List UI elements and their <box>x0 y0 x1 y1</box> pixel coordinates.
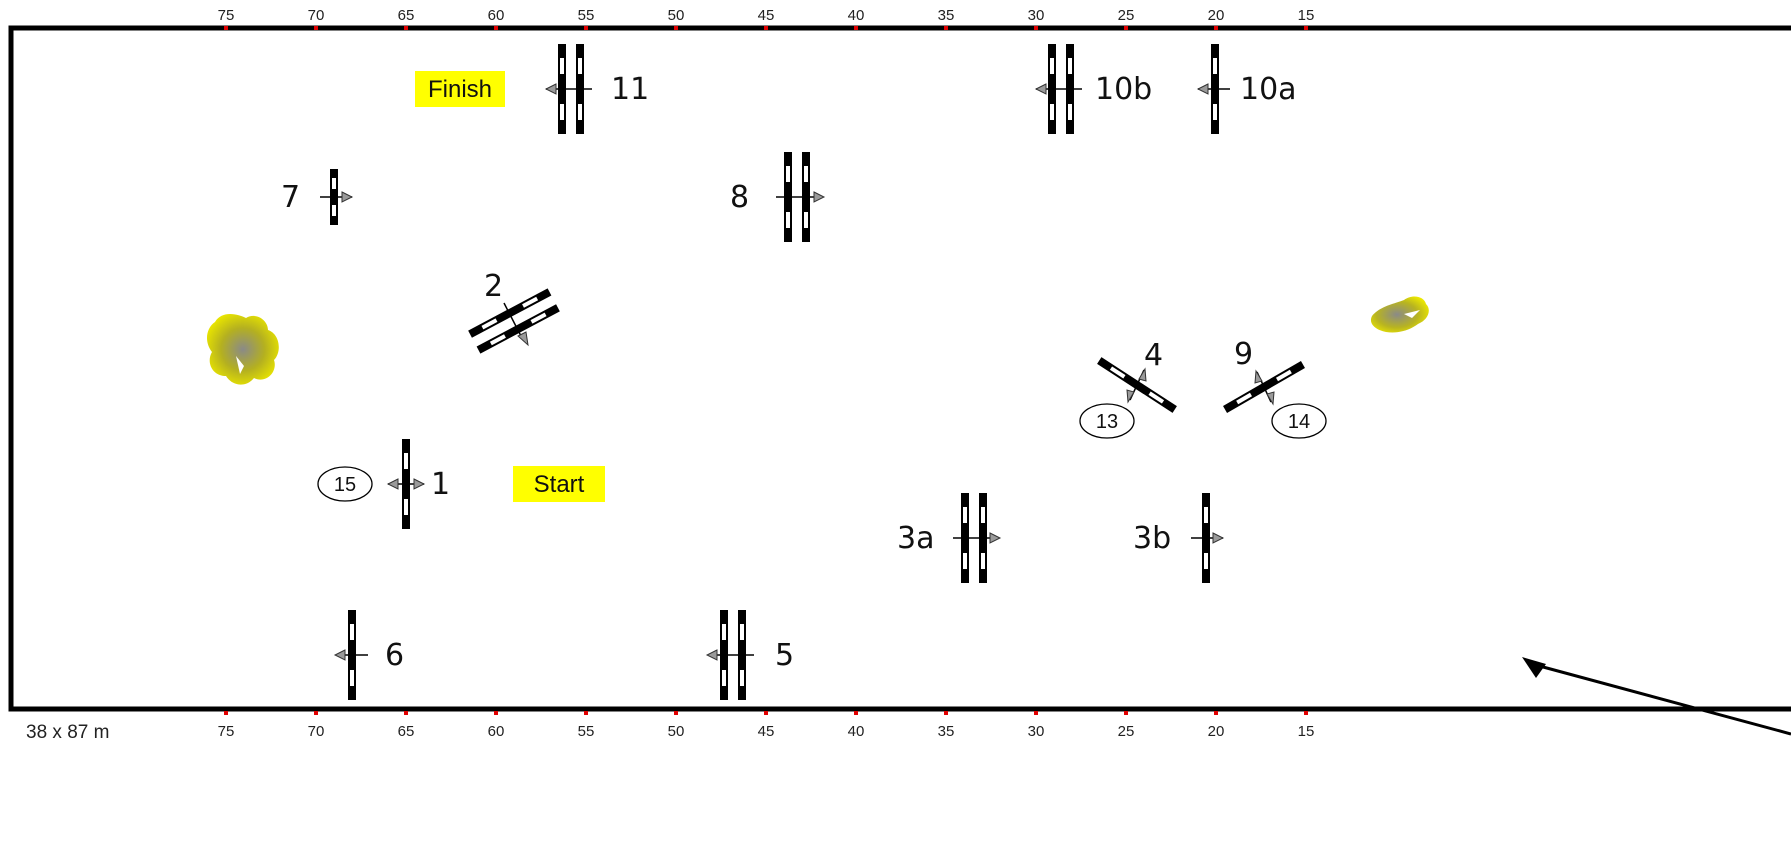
obstacle-label-10a: 10a <box>1240 72 1297 107</box>
ruler-tick-label: 60 <box>488 723 505 740</box>
ruler-tick-marker <box>1304 711 1308 715</box>
finish-label: Finish <box>428 76 492 103</box>
obstacle-label-2: 2 <box>484 269 503 304</box>
ruler-tick-marker <box>404 26 408 30</box>
ruler-tick-marker <box>944 26 948 30</box>
ruler-tick-label: 15 <box>1298 723 1315 740</box>
obstacle-7: 7 <box>281 169 353 225</box>
ruler-tick-marker <box>674 26 678 30</box>
ruler-tick-marker <box>1214 711 1218 715</box>
ruler-tick-marker <box>224 711 228 715</box>
obstacle-label-8: 8 <box>730 180 749 215</box>
ruler-tick-label: 75 <box>218 723 235 740</box>
ruler-tick-label: 50 <box>668 7 685 24</box>
ruler-tick-label: 45 <box>758 7 775 24</box>
ruler-tick-marker <box>494 711 498 715</box>
obstacle-label-10b: 10b <box>1095 72 1152 107</box>
ruler-tick-label: 40 <box>848 723 865 740</box>
obstacle-10b: 10b <box>1035 44 1152 134</box>
svg-text:15: 15 <box>334 474 356 496</box>
ruler-tick-label: 40 <box>848 7 865 24</box>
obstacle-4: 4 <box>1097 338 1177 413</box>
ruler-tick-label: 65 <box>398 7 415 24</box>
ruler-tick-label: 45 <box>758 723 775 740</box>
ruler-tick-marker <box>854 711 858 715</box>
obstacle-label-3b: 3b <box>1133 521 1171 556</box>
ruler-tick-marker <box>314 26 318 30</box>
ruler-tick-label: 70 <box>308 723 325 740</box>
obstacle-3b: 3b <box>1133 493 1224 583</box>
ruler-tick-marker <box>1034 711 1038 715</box>
ruler-tick-label: 50 <box>668 723 685 740</box>
obstacle-6: 6 <box>334 610 404 700</box>
ruler-tick-marker <box>944 711 948 715</box>
ruler-top: 75 70 65 60 55 50 45 40 35 30 25 20 15 <box>218 7 1315 30</box>
ruler-tick-label: 25 <box>1118 7 1135 24</box>
ruler-tick-marker <box>404 711 408 715</box>
ruler-tick-label: 55 <box>578 7 595 24</box>
ruler-tick-marker <box>1124 26 1128 30</box>
ruler-tick-label: 35 <box>938 7 955 24</box>
obstacle-label-6: 6 <box>385 638 404 673</box>
ruler-tick-marker <box>584 711 588 715</box>
ruler-bottom: 75 70 65 60 55 50 45 40 35 30 25 20 15 <box>218 711 1315 740</box>
ruler-tick-marker <box>764 711 768 715</box>
ruler-tick-marker <box>1034 26 1038 30</box>
ruler-tick-marker <box>854 26 858 30</box>
ruler-tick-label: 65 <box>398 723 415 740</box>
ruler-tick-label: 20 <box>1208 723 1225 740</box>
ruler-tick-marker <box>314 711 318 715</box>
obstacle-10a: 10a <box>1197 44 1297 134</box>
bush-icon <box>1370 296 1429 333</box>
ruler-tick-label: 75 <box>218 7 235 24</box>
circled-number-13: 13 <box>1079 403 1135 439</box>
start-label: Start <box>534 471 585 498</box>
obstacle-9: 9 <box>1223 337 1305 413</box>
ruler-tick-label: 30 <box>1028 723 1045 740</box>
circled-number-15: 15 <box>317 466 373 502</box>
obstacle-label-7: 7 <box>281 180 300 215</box>
ruler-tick-label: 70 <box>308 7 325 24</box>
ruler-tick-label: 55 <box>578 723 595 740</box>
ruler-tick-label: 30 <box>1028 7 1045 24</box>
obstacle-3a: 3a <box>897 493 1001 583</box>
obstacle-label-1: 1 <box>431 467 450 502</box>
ruler-tick-marker <box>224 26 228 30</box>
obstacle-8: 8 <box>730 152 825 242</box>
ruler-tick-label: 35 <box>938 723 955 740</box>
ruler-tick-marker <box>674 711 678 715</box>
ruler-tick-label: 25 <box>1118 723 1135 740</box>
finish-label-box: Finish <box>415 71 505 107</box>
svg-text:14: 14 <box>1288 411 1310 433</box>
bush-icon <box>206 314 279 385</box>
arrow-icon <box>1522 657 1791 736</box>
svg-text:13: 13 <box>1096 411 1118 433</box>
obstacle-5: 5 <box>706 610 794 700</box>
ruler-tick-label: 20 <box>1208 7 1225 24</box>
start-label-box: Start <box>513 466 605 502</box>
obstacle-1: 1 <box>387 439 450 529</box>
arena-border <box>8 25 1791 712</box>
ruler-tick-marker <box>1214 26 1218 30</box>
ruler-tick-marker <box>764 26 768 30</box>
ruler-tick-marker <box>1124 711 1128 715</box>
obstacle-11: 11 <box>545 44 649 134</box>
ruler-tick-marker <box>584 26 588 30</box>
ruler-tick-label: 60 <box>488 7 505 24</box>
obstacle-label-4: 4 <box>1144 338 1163 373</box>
obstacle-2: 2 <box>468 269 560 354</box>
ruler-tick-label: 15 <box>1298 7 1315 24</box>
obstacle-label-9: 9 <box>1234 337 1253 372</box>
obstacle-label-3a: 3a <box>897 521 934 556</box>
ruler-tick-marker <box>494 26 498 30</box>
arena-size-label: 38 x 87 m <box>26 722 110 743</box>
circled-number-14: 14 <box>1271 403 1327 439</box>
obstacle-label-11: 11 <box>611 72 649 107</box>
obstacle-label-5: 5 <box>775 638 794 673</box>
ruler-tick-marker <box>1304 26 1308 30</box>
